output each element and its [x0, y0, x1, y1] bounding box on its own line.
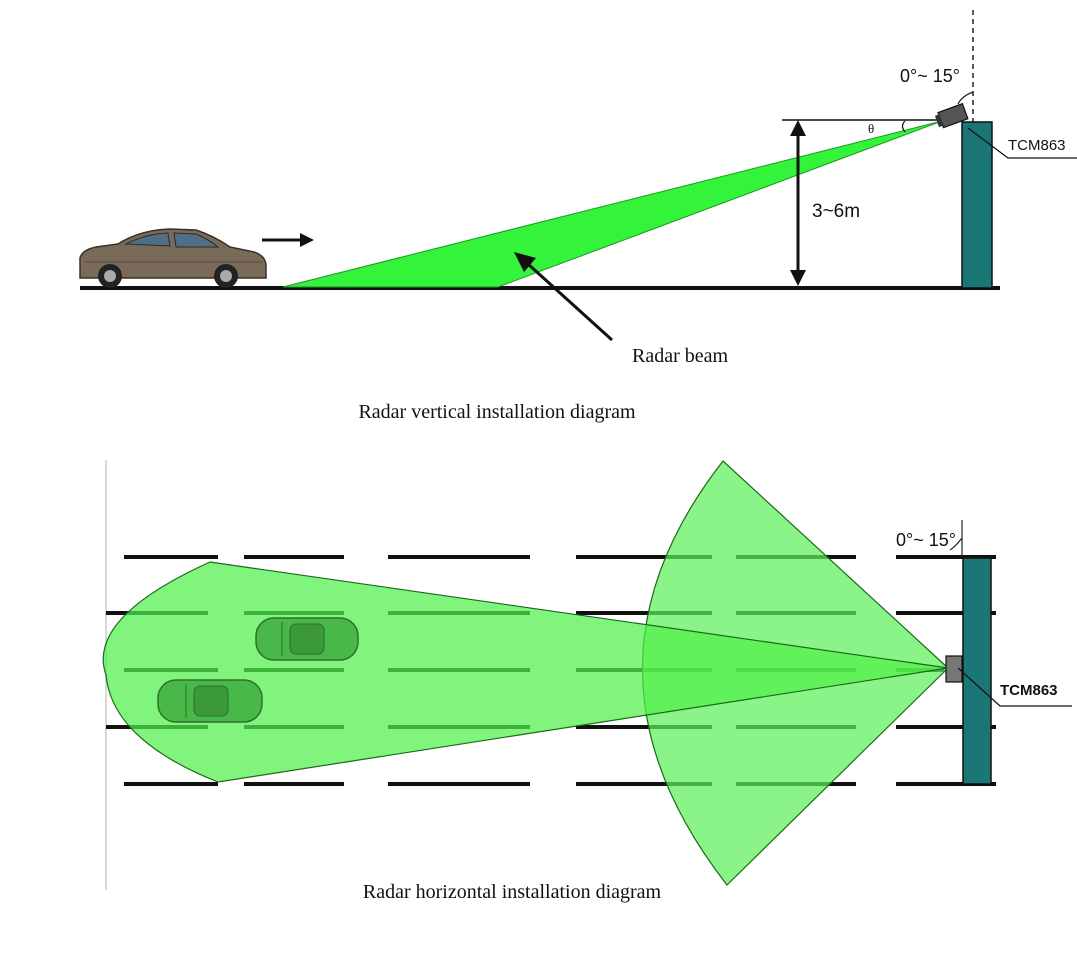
side-view-car-icon: [79, 228, 267, 288]
theta-arc: [901, 120, 906, 133]
horizontal-device-leader: [957, 667, 1072, 707]
motion-arrow-icon: [300, 233, 314, 247]
height-label: 3~6m: [812, 201, 860, 222]
horizontal-angle-arc: [949, 537, 963, 551]
vertical-radar-beam: [282, 120, 943, 288]
vertical-angle-arc: [957, 91, 974, 105]
vertical-caption: Radar vertical installation diagram: [358, 401, 636, 423]
horizontal-radar-device: [945, 655, 963, 683]
horizontal-diagram: 0°~ 15° TCM863 Radar horizontal installa…: [102, 460, 1072, 903]
horizontal-pole: [962, 557, 992, 785]
long-radar-beam: [102, 561, 949, 783]
beam-label: Radar beam: [632, 345, 729, 367]
vertical-radar-device: [934, 102, 969, 129]
horizontal-angle-label: 0°~ 15°: [896, 530, 956, 550]
vertical-device-leader: [967, 127, 1077, 159]
top-view-car-icon: [157, 679, 263, 723]
vertical-pole: [961, 121, 993, 289]
vertical-device-label: TCM863: [1008, 137, 1066, 154]
height-arrow-bottom-icon: [790, 270, 806, 286]
vertical-angle-label: 0°~ 15°: [900, 66, 960, 86]
beam-pointer-line: [526, 262, 614, 342]
top-view-car-icon: [255, 617, 359, 661]
horizontal-device-label: TCM863: [1000, 682, 1058, 699]
beam-pointer-arrow-icon: [514, 252, 536, 272]
theta-label: θ: [868, 121, 874, 136]
height-arrow-top-icon: [790, 120, 806, 136]
vertical-diagram: θ 3~6m 0°~ 15° TCM863: [79, 10, 1077, 423]
horizontal-caption: Radar horizontal installation diagram: [363, 881, 662, 903]
